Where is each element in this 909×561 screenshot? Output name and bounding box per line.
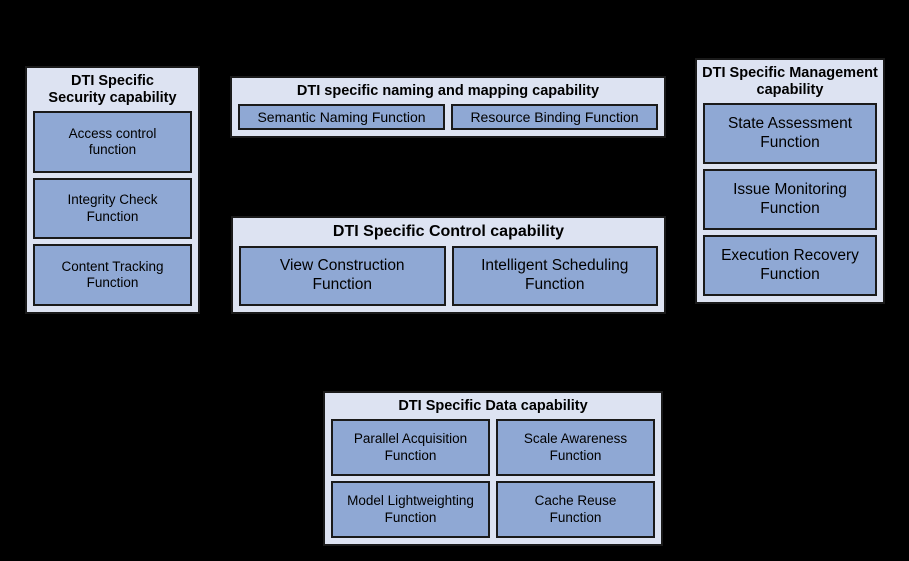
function-box-scale-awareness[interactable]: Scale Awareness Function: [496, 419, 655, 477]
function-box-view-construction[interactable]: View Construction Function: [239, 245, 446, 306]
panel-control-capability: DTI Specific Control capability View Con…: [231, 216, 666, 314]
function-box-state-assessment[interactable]: State Assessment Function: [703, 103, 877, 165]
function-box-access-control[interactable]: Access control function: [33, 111, 192, 173]
panel-management-capability: DTI Specific Management capability State…: [695, 58, 885, 304]
function-box-execution-recovery[interactable]: Execution Recovery Function: [703, 235, 877, 296]
function-box-issue-monitoring[interactable]: Issue Monitoring Function: [703, 169, 877, 231]
function-list-control: View Construction Function Intelligent S…: [233, 245, 664, 312]
function-box-model-lightweighting[interactable]: Model Lightweighting Function: [331, 481, 490, 539]
panel-title-security: DTI Specific Security capability: [48, 73, 177, 107]
function-list-management: State Assessment Function Issue Monitori…: [697, 103, 883, 302]
function-list-security: Access control function Integrity Check …: [27, 111, 198, 312]
function-list-data: Parallel Acquisition Function Scale Awar…: [325, 419, 661, 544]
panel-title-control: DTI Specific Control capability: [332, 223, 565, 240]
function-row-data-top: Parallel Acquisition Function Scale Awar…: [331, 419, 655, 477]
function-list-naming: Semantic Naming Function Resource Bindin…: [232, 104, 664, 136]
function-box-parallel-acquisition[interactable]: Parallel Acquisition Function: [331, 419, 490, 477]
panel-title-management: DTI Specific Management capability: [702, 65, 878, 99]
function-box-content-tracking[interactable]: Content Tracking Function: [33, 244, 192, 306]
function-box-resource-binding[interactable]: Resource Binding Function: [451, 104, 658, 130]
function-box-integrity-check[interactable]: Integrity Check Function: [33, 177, 192, 240]
function-box-semantic-naming[interactable]: Semantic Naming Function: [238, 104, 445, 130]
panel-security-capability: DTI Specific Security capability Access …: [25, 66, 200, 314]
panel-title-naming: DTI specific naming and mapping capabili…: [296, 83, 600, 99]
panel-title-data: DTI Specific Data capability: [398, 398, 588, 414]
function-box-cache-reuse[interactable]: Cache Reuse Function: [496, 481, 655, 539]
function-row-data-bottom: Model Lightweighting Function Cache Reus…: [331, 481, 655, 539]
panel-data-capability: DTI Specific Data capability Parallel Ac…: [323, 391, 663, 546]
panel-naming-and-mapping-capability: DTI specific naming and mapping capabili…: [230, 76, 666, 138]
function-box-intelligent-scheduling[interactable]: Intelligent Scheduling Function: [451, 245, 658, 306]
